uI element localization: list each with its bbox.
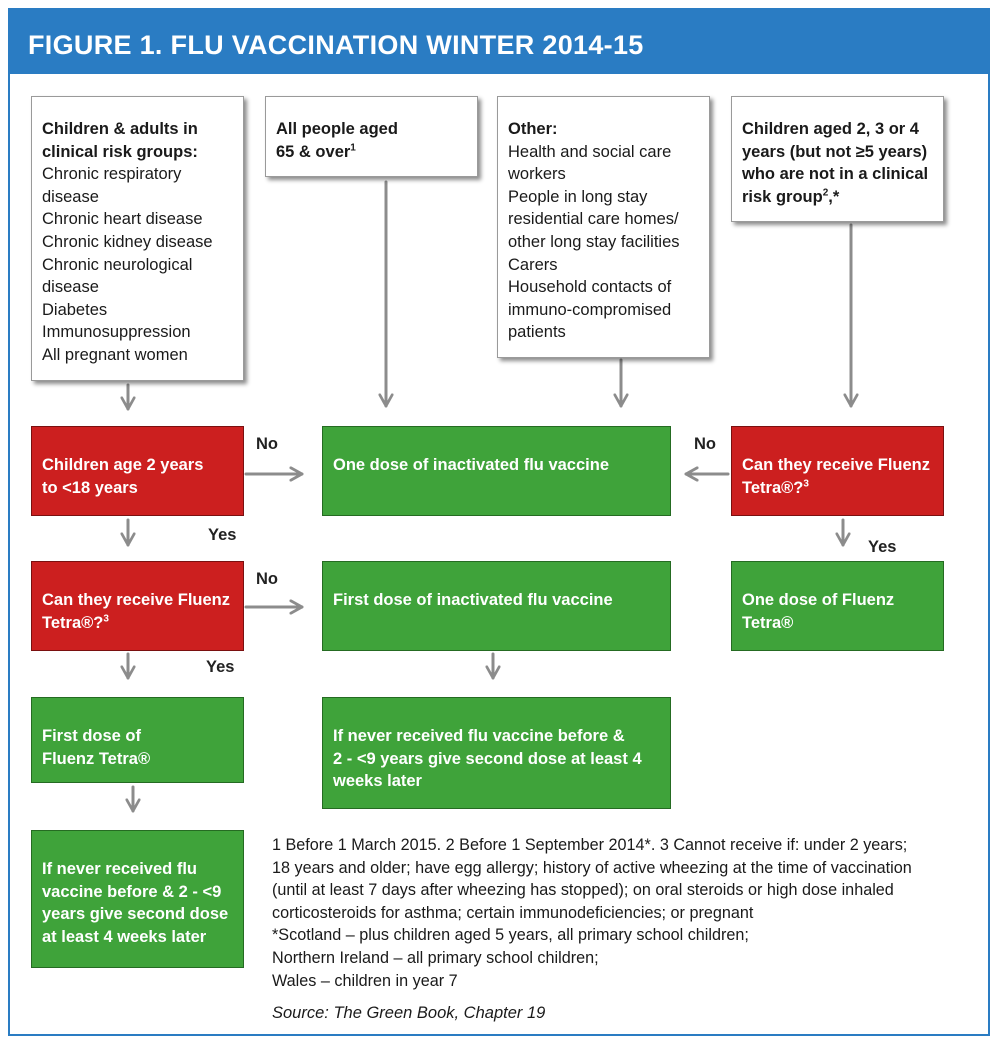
risk-group-item: Chronic neurological [42,255,193,274]
other-item: residential care homes/ [508,210,679,229]
footnote-line: 1 Before 1 March 2015. 2 Before 1 Septem… [272,836,908,854]
other-item: workers [508,165,566,184]
age-check-decision: Children age 2 years to <18 years [31,426,244,516]
title-bar: FIGURE 1. FLU VACCINATION WINTER 2014-15 [8,8,990,74]
footnote-line: (until at least 7 days after wheezing ha… [272,881,894,900]
risk-group-item: Diabetes [42,300,108,319]
risk-group-item: disease [42,187,99,206]
children-2-4-line: risk group2,* [742,187,840,206]
footnote-line: Wales – children in year 7 [272,971,458,990]
footnote-line: Northern Ireland – all primary school ch… [272,948,599,967]
label-yes-fluenz-left: Yes [206,658,235,676]
fluenz-decision-right: Can they receive Fluenz Tetra®?3 [731,426,944,516]
footnote-ref-3: 3 [803,478,809,490]
children-2-4-line: who are not in a clinical [742,165,929,184]
children-2-4-line: years (but not ≥5 years) [742,142,928,161]
other-item: patients [508,323,566,342]
aged-65-line2: 65 & over1 [276,142,356,161]
risk-group-item: disease [42,278,99,297]
other-groups-box: Other: Health and social care workers Pe… [497,96,710,358]
other-item: Health and social care [508,142,672,161]
second-dose-left-box: If never received flu vaccine before & 2… [31,830,244,968]
label-no-fluenz-left: No [256,570,278,588]
footnotes: 1 Before 1 March 2015. 2 Before 1 Septem… [272,834,977,992]
risk-groups-box: Children & adults in clinical risk group… [31,96,244,381]
label-yes-fluenz-right: Yes [868,538,897,556]
footnote-ref-2: 2 [822,187,829,199]
first-dose-fluenz-box: First dose of Fluenz Tetra® [31,697,244,783]
children-2-4-line: Children aged 2, 3 or 4 [742,120,919,138]
risk-group-item: All pregnant women [42,345,188,364]
label-no-fluenz-right: No [694,435,716,453]
footnote-line: 18 years and older; have egg allergy; hi… [272,858,912,877]
risk-groups-heading: Children & adults in [42,120,198,138]
fluenz-decision-left: Can they receive Fluenz Tetra®?3 [31,561,244,651]
other-item: Household contacts of [508,278,672,297]
label-yes-age: Yes [208,526,237,544]
source-citation: Source: The Green Book, Chapter 19 [272,1004,546,1022]
footnote-ref-1: 1 [350,142,356,154]
children-2-4-box: Children aged 2, 3 or 4 years (but not ≥… [731,96,944,222]
first-dose-inactivated-box: First dose of inactivated flu vaccine [322,561,671,651]
footnote-line: corticosteroids for asthma; certain immu… [272,903,754,922]
other-item: other long stay facilities [508,232,680,251]
one-dose-fluenz-box: One dose of Fluenz Tetra® [731,561,944,651]
risk-group-item: Chronic kidney disease [42,232,213,251]
aged-65-line1: All people aged [276,120,398,138]
other-item: Carers [508,255,558,274]
other-item: immuno-compromised [508,300,672,319]
risk-group-item: Chronic respiratory [42,165,182,184]
risk-group-item: Chronic heart disease [42,210,203,229]
one-dose-inactivated-box: One dose of inactivated flu vaccine [322,426,671,516]
footnote-line: *Scotland – plus children aged 5 years, … [272,926,749,945]
risk-groups-heading: clinical risk groups: [42,142,198,161]
label-no-age: No [256,435,278,453]
aged-65-box: All people aged 65 & over1 [265,96,478,177]
other-heading: Other: [508,120,558,138]
figure-title: FIGURE 1. FLU VACCINATION WINTER 2014-15 [28,30,644,60]
footnote-ref-3: 3 [103,613,109,625]
other-item: People in long stay [508,187,648,206]
second-dose-middle-box: If never received flu vaccine before & 2… [322,697,671,809]
risk-group-item: Immunosuppression [42,323,191,342]
